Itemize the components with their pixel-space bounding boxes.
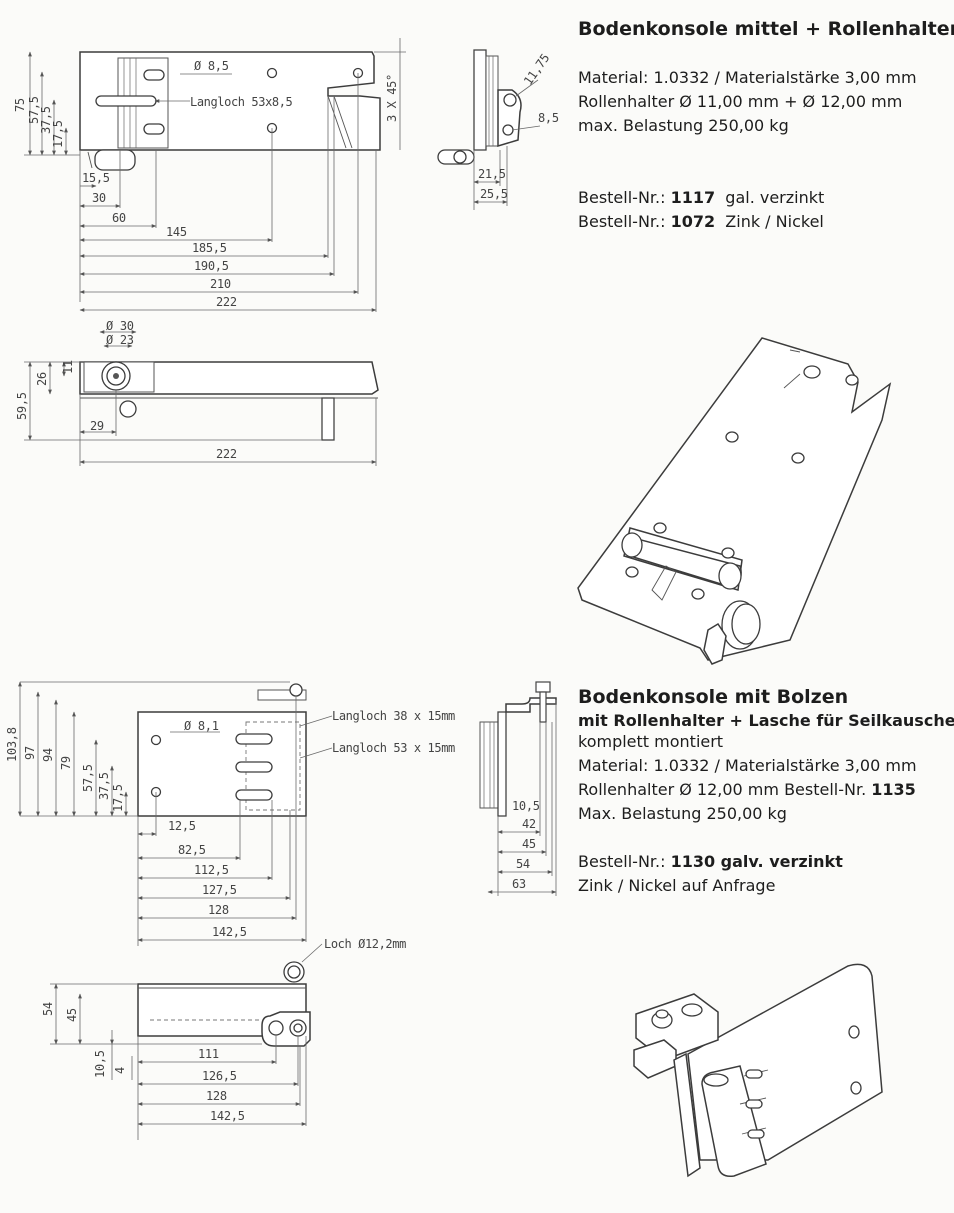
bottom-side-view: 10,5 42 45 54 63 — [479, 681, 557, 896]
dim-v-57-5: 57,5 — [27, 96, 41, 124]
dim-b-side-63: 63 — [512, 877, 526, 891]
note-b-slot1: Langloch 38 x 15mm — [332, 709, 455, 723]
dim-b-h-128: 128 — [208, 903, 229, 917]
dim-h-190-5: 190,5 — [194, 259, 229, 273]
dim-h-30: 30 — [92, 191, 106, 205]
product-top-title: Bodenkonsole mittel + Rollenhalter — [578, 18, 954, 40]
dim-b-v-79: 79 — [59, 756, 73, 770]
dim-b-front-54: 54 — [41, 1002, 55, 1016]
dim-b-hole-diameter: Ø 8,1 — [184, 719, 219, 733]
product-bottom-spec: Bodenkonsole mit Bolzen mit Rollenhalter… — [578, 686, 954, 898]
product-bottom-subtitle: mit Rollenhalter + Lasche für Seilkausch… — [578, 711, 954, 730]
dim-side-21-5: 21,5 — [478, 167, 506, 181]
dim-front-11: 11 — [61, 360, 75, 374]
dim-h-145: 145 — [166, 225, 187, 239]
dim-side-8-5: 8,5 — [538, 111, 559, 125]
product-bottom-roller: Rollenhalter Ø 12,00 mm Bestell-Nr. 1135 — [578, 780, 916, 799]
top-isometric-view — [577, 337, 892, 665]
dim-b-h-112-5: 112,5 — [194, 863, 229, 877]
dim-b-side-42: 42 — [522, 817, 536, 831]
product-bottom-material: Material: 1.0332 / Materialstärke 3,00 m… — [578, 756, 917, 775]
dim-front-26: 26 — [35, 372, 49, 386]
product-bottom-availability: Zink / Nickel auf Anfrage — [578, 876, 776, 895]
order-number-1130: 1130 galv. verzinkt — [670, 852, 843, 871]
dim-b-front-45: 45 — [65, 1008, 79, 1022]
product-top-order-1: Bestell-Nr.: 1117 gal. verzinkt — [578, 188, 825, 207]
dim-b-v-57-5: 57,5 — [81, 764, 95, 792]
dim-b-side-54: 54 — [516, 857, 530, 871]
dim-front-59-5: 59,5 — [15, 392, 29, 420]
dim-b-h-12-5: 12,5 — [168, 819, 196, 833]
top-side-view: 11,75 8,5 21,5 25,5 — [437, 49, 559, 210]
product-bottom-order: Bestell-Nr.: 1130 galv. verzinkt — [578, 852, 843, 871]
dim-b-v-17-5: 17,5 — [111, 784, 125, 812]
product-bottom-assembled: komplett montiert — [578, 732, 724, 751]
dim-b-h-142-5: 142,5 — [212, 925, 247, 939]
bottom-plan-view: Ø 8,1 Langloch 38 x 15mm Langloch 53 x 1… — [5, 681, 455, 946]
dim-b-side-10-5: 10,5 — [512, 799, 540, 813]
dim-b-v-94: 94 — [41, 748, 55, 762]
dim-front-222: 222 — [216, 447, 237, 461]
order-number-1135: 1135 — [871, 780, 916, 799]
top-front-view: Ø 30 Ø 23 26 11 59,5 29 222 — [15, 319, 379, 466]
top-plan-view: Ø 8,5 Langloch 53x8,5 3 X 45° 75 57,5 37… — [13, 38, 406, 312]
order-number-1117: 1117 — [670, 188, 716, 207]
product-top-material: Material: 1.0332 / Materialstärke 3,00 m… — [578, 68, 917, 87]
dim-h-60: 60 — [112, 211, 126, 225]
dim-v-75: 75 — [13, 98, 27, 112]
dim-hole-diameter: Ø 8,5 — [194, 59, 229, 73]
note-chamfer: 3 X 45° — [385, 74, 399, 122]
dim-b-side-45: 45 — [522, 837, 536, 851]
dim-h-222: 222 — [216, 295, 237, 309]
dim-b-h-82-5: 82,5 — [178, 843, 206, 857]
dim-b-front-142-5: 142,5 — [210, 1109, 245, 1123]
product-top-spec: Bodenkonsole mittel + Rollenhalter Mater… — [578, 18, 954, 234]
dim-side-25-5: 25,5 — [480, 187, 508, 201]
dim-front-d23: Ø 23 — [106, 333, 134, 347]
dim-v-37-5: 37,5 — [39, 106, 53, 134]
dim-b-front-126-5: 126,5 — [202, 1069, 237, 1083]
bottom-front-view: Loch Ø12,2mm 54 45 10,5 4 111 126,5 128 … — [41, 937, 406, 1140]
dim-b-front-10-5: 10,5 — [93, 1050, 107, 1078]
product-top-order-2: Bestell-Nr.: 1072 Zink / Nickel — [578, 212, 824, 231]
dim-b-v-103-8: 103,8 — [5, 727, 19, 762]
dim-h-185-5: 185,5 — [192, 241, 227, 255]
product-top-load: max. Belastung 250,00 kg — [578, 116, 789, 135]
dim-b-front-4: 4 — [113, 1067, 127, 1074]
note-slot: Langloch 53x8,5 — [190, 95, 293, 109]
dim-b-front-128: 128 — [206, 1089, 227, 1103]
order-number-1072: 1072 — [670, 212, 716, 231]
dim-b-v-37-5: 37,5 — [97, 772, 111, 800]
product-bottom-load: Max. Belastung 250,00 kg — [578, 804, 787, 823]
product-top-roller: Rollenhalter Ø 11,00 mm + Ø 12,00 mm — [578, 92, 903, 111]
dim-h-210: 210 — [210, 277, 231, 291]
dim-b-h-127-5: 127,5 — [202, 883, 237, 897]
dim-front-d30: Ø 30 — [106, 319, 134, 333]
note-b-hole: Loch Ø12,2mm — [324, 937, 406, 951]
note-b-slot2: Langloch 53 x 15mm — [332, 741, 455, 755]
bottom-isometric-view — [633, 963, 883, 1178]
dim-front-29: 29 — [90, 419, 104, 433]
dim-h-15-5: 15,5 — [82, 171, 110, 185]
dim-b-front-111: 111 — [198, 1047, 219, 1061]
dim-b-v-97: 97 — [23, 746, 37, 760]
dim-side-11-75: 11,75 — [521, 51, 552, 87]
dim-v-17-5: 17,5 — [51, 120, 65, 148]
product-bottom-title: Bodenkonsole mit Bolzen — [578, 686, 849, 708]
